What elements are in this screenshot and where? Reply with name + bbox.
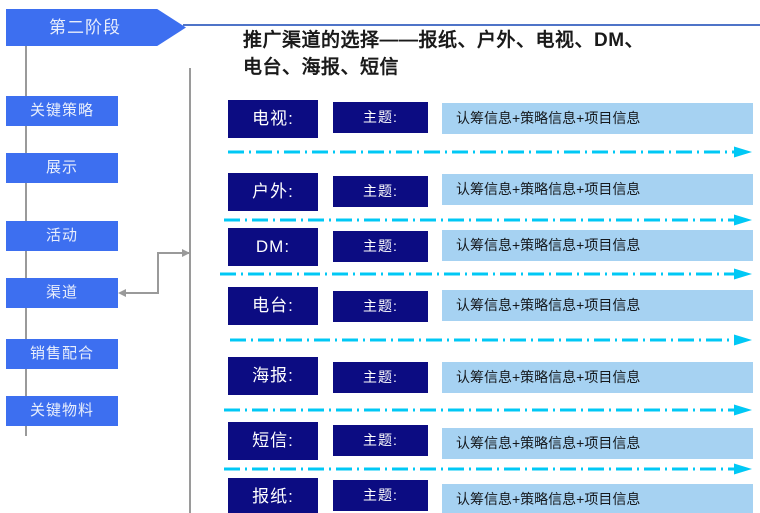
flow-arrow-sms xyxy=(224,463,753,475)
flow-arrow-poster xyxy=(224,404,753,416)
channel-topic-radio[interactable]: 主题: xyxy=(333,291,428,322)
channel-content-radio: 认筹信息+策略信息+项目信息 xyxy=(442,290,753,321)
page-title-line-1: 推广渠道的选择——报纸、户外、电视、DM、 xyxy=(243,30,645,51)
header-rule xyxy=(183,24,760,26)
channel-topic-sms[interactable]: 主题: xyxy=(333,425,428,456)
channel-content-outdoor: 认筹信息+策略信息+项目信息 xyxy=(442,174,753,205)
channel-content-sms: 认筹信息+策略信息+项目信息 xyxy=(442,428,753,459)
flow-arrow-tv xyxy=(228,146,753,158)
channel-content-newspaper: 认筹信息+策略信息+项目信息 xyxy=(442,484,753,513)
rail-item-display[interactable]: 展示 xyxy=(6,153,118,183)
rail-item-sales-coordination[interactable]: 销售配合 xyxy=(6,339,118,369)
page-title: 推广渠道的选择——报纸、户外、电视、DM、 电台、海报、短信 xyxy=(243,28,743,82)
channel-content-poster: 认筹信息+策略信息+项目信息 xyxy=(442,362,753,393)
channel-topic-dm[interactable]: 主题: xyxy=(333,231,428,262)
channel-elbow-connector xyxy=(112,245,196,307)
channel-topic-tv[interactable]: 主题: xyxy=(333,102,428,133)
rail-item-channel[interactable]: 渠道 xyxy=(6,278,118,308)
channel-name-newspaper[interactable]: 报纸: xyxy=(228,478,318,513)
channel-name-dm[interactable]: DM: xyxy=(228,228,318,266)
rail-item-key-materials[interactable]: 关键物料 xyxy=(6,396,118,426)
channel-name-tv[interactable]: 电视: xyxy=(228,100,318,138)
channel-topic-poster[interactable]: 主题: xyxy=(333,362,428,393)
channel-topic-outdoor[interactable]: 主题: xyxy=(333,176,428,207)
flow-arrow-dm xyxy=(220,268,753,280)
body-divider-line xyxy=(189,68,191,513)
stage-chevron-banner: 第二阶段 xyxy=(6,9,186,46)
rail-item-key-strategy[interactable]: 关键策略 xyxy=(6,96,118,126)
channel-content-tv: 认筹信息+策略信息+项目信息 xyxy=(442,103,753,134)
channel-name-sms[interactable]: 短信: xyxy=(228,422,318,460)
rail-item-activity[interactable]: 活动 xyxy=(6,221,118,251)
channel-name-poster[interactable]: 海报: xyxy=(228,357,318,395)
channel-content-dm: 认筹信息+策略信息+项目信息 xyxy=(442,230,753,261)
channel-name-radio[interactable]: 电台: xyxy=(228,287,318,325)
flow-arrow-radio xyxy=(230,334,753,346)
channel-name-outdoor[interactable]: 户外: xyxy=(228,173,318,211)
flow-arrow-outdoor xyxy=(224,214,753,226)
page-title-line-2: 电台、海报、短信 xyxy=(243,56,400,78)
channel-topic-newspaper[interactable]: 主题: xyxy=(333,480,428,511)
